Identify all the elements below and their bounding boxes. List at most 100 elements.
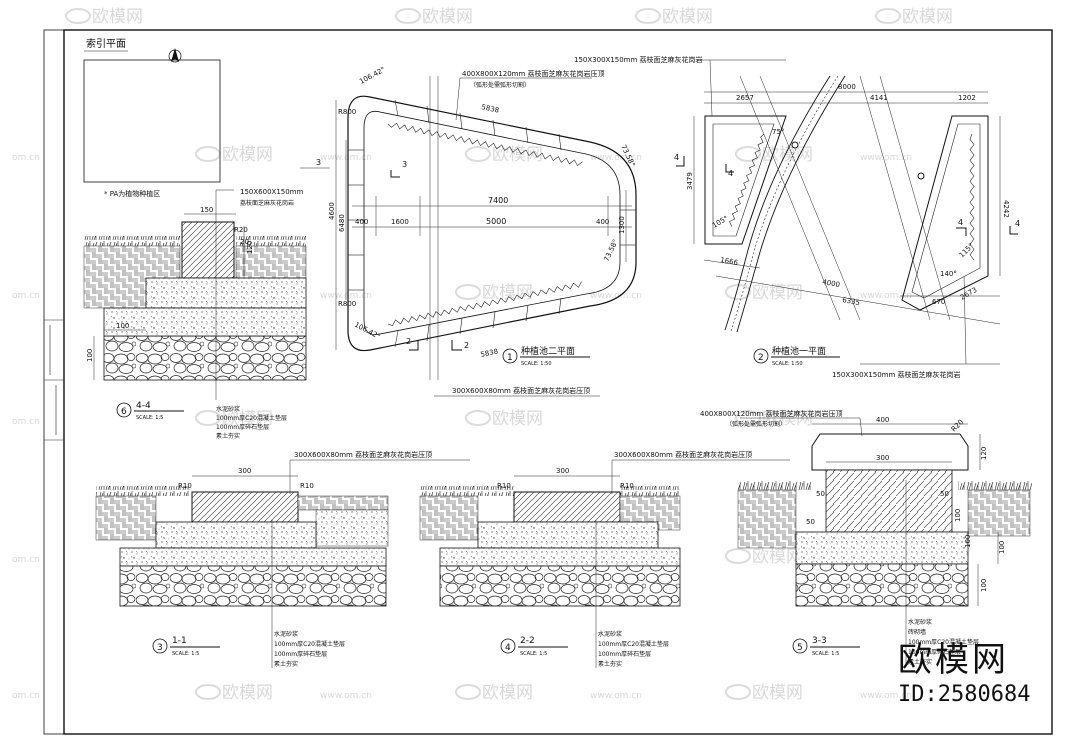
svg-text:300: 300 xyxy=(556,467,569,475)
svg-text:3-3: 3-3 xyxy=(812,636,827,646)
svg-text:SCALE: 1:5: SCALE: 1:5 xyxy=(136,415,163,421)
svg-text:1202: 1202 xyxy=(958,94,976,102)
plan-planter-one: 8000 2657 4141 1202 3479 4242 1666 4000 … xyxy=(574,55,1020,379)
svg-text:100mm厚碎石垫层: 100mm厚碎石垫层 xyxy=(908,648,961,656)
svg-text:6480: 6480 xyxy=(338,214,346,232)
svg-text:140°: 140° xyxy=(940,270,957,278)
section33-callout: 400X800X120mm 荔枝面芝麻灰花岗岩压顶 xyxy=(700,409,843,418)
svg-text:300: 300 xyxy=(238,467,251,475)
watermark-logo-icon xyxy=(725,548,751,564)
watermark-logo-icon xyxy=(875,8,901,24)
svg-text:素土夯实: 素土夯实 xyxy=(216,432,240,440)
plan2-callout-bottom: 150X300X150mm 荔枝面芝麻灰花岗岩 xyxy=(832,370,961,379)
svg-text:1300: 1300 xyxy=(618,216,626,234)
watermark-logo-icon xyxy=(635,8,661,24)
watermark-text: 欧模网 xyxy=(752,683,803,703)
svg-text:100mm厚C20混凝土垫层: 100mm厚C20混凝土垫层 xyxy=(908,638,979,646)
watermark-text: 欧模网 xyxy=(422,7,473,27)
index-plan-frame xyxy=(83,59,221,183)
brand-id: ID:2580684 xyxy=(898,682,1031,707)
watermark-domain: om.cn xyxy=(12,291,40,301)
watermark-text: 欧模网 xyxy=(752,547,803,567)
svg-text:R10: R10 xyxy=(497,482,511,490)
svg-text:100mm厚碎石垫层: 100mm厚碎石垫层 xyxy=(274,650,327,658)
svg-text:2: 2 xyxy=(406,337,411,346)
svg-text:（弧形处需弧形切割）: （弧形处需弧形切割） xyxy=(726,420,786,428)
svg-text:4: 4 xyxy=(1015,219,1020,228)
svg-text:150: 150 xyxy=(200,206,213,214)
svg-text:400: 400 xyxy=(596,218,609,226)
watermark-logo-icon xyxy=(455,284,481,300)
svg-text:2657: 2657 xyxy=(736,94,754,102)
section-1-1: 300 R10 R10 300X600X80mm 荔枝面芝麻灰花岗岩压顶 水泥砂… xyxy=(95,450,470,668)
svg-text:水泥砂浆: 水泥砂浆 xyxy=(274,630,298,638)
svg-text:4000: 4000 xyxy=(822,278,841,289)
section22-callout: 300X600X80mm 荔枝面芝麻灰花岗岩压顶 xyxy=(614,450,752,459)
svg-text:素土夯实: 素土夯实 xyxy=(598,660,622,668)
watermark-logo-icon xyxy=(395,8,421,24)
svg-text:SCALE: 1:50: SCALE: 1:50 xyxy=(521,361,552,367)
section44-callout: 150X600X150mm xyxy=(240,188,303,196)
watermark-logo-icon xyxy=(465,410,491,426)
svg-text:素土夯实: 素土夯实 xyxy=(908,658,932,666)
watermark-domain: om.cn xyxy=(12,153,40,163)
svg-text:100mm厚碎石垫层: 100mm厚碎石垫层 xyxy=(598,650,651,658)
svg-text:100: 100 xyxy=(954,509,962,522)
north-arrow-icon xyxy=(168,48,182,63)
svg-text:（弧形处需弧形切割）: （弧形处需弧形切割） xyxy=(470,81,530,89)
svg-text:100: 100 xyxy=(964,535,972,548)
svg-text:水泥砂浆: 水泥砂浆 xyxy=(216,405,240,413)
svg-text:1: 1 xyxy=(507,353,513,363)
title-strip xyxy=(43,29,65,735)
svg-text:砖砌墙: 砖砌墙 xyxy=(908,628,926,636)
brick-wall-3-3 xyxy=(825,469,953,533)
watermark-text: 欧模网 xyxy=(482,283,533,303)
svg-text:120: 120 xyxy=(246,241,254,254)
svg-text:3: 3 xyxy=(316,158,321,167)
svg-text:5000: 5000 xyxy=(486,217,506,226)
svg-text:荔枝面芝麻灰花岗岩: 荔枝面芝麻灰花岗岩 xyxy=(240,199,294,207)
svg-text:106.42°: 106.42° xyxy=(358,66,386,86)
svg-text:100: 100 xyxy=(86,349,94,362)
svg-text:670: 670 xyxy=(932,298,945,306)
watermark-domain: www.om.cn xyxy=(320,691,372,701)
svg-text:SCALE: 1:50: SCALE: 1:50 xyxy=(772,361,803,367)
plan2-title: 种植池一平面 xyxy=(772,345,826,357)
plan-planter-two: 106.42° R800 5838 5838 7400 5000 400 160… xyxy=(300,66,637,397)
watermark-logo-icon xyxy=(195,410,221,426)
svg-text:R800: R800 xyxy=(338,108,356,116)
svg-text:75°: 75° xyxy=(772,128,784,136)
svg-text:1666: 1666 xyxy=(720,256,739,267)
svg-text:1-1: 1-1 xyxy=(172,636,187,646)
watermark-text: 欧模网 xyxy=(762,409,813,429)
watermark-text: 欧模网 xyxy=(222,683,273,703)
watermark-domain: www.om.cn xyxy=(860,691,912,701)
watermark-text: 欧模网 xyxy=(92,7,143,27)
svg-text:4: 4 xyxy=(674,153,679,162)
watermark-text: 欧模网 xyxy=(662,7,713,27)
svg-text:4: 4 xyxy=(958,218,963,227)
svg-text:50: 50 xyxy=(806,518,815,526)
watermark-text: 欧模网 xyxy=(222,145,273,165)
svg-text:4600: 4600 xyxy=(328,202,336,220)
brand-logo: 欧模网 xyxy=(898,640,1009,680)
watermark-logo-icon xyxy=(725,684,751,700)
watermark-text: 欧模网 xyxy=(492,145,543,165)
svg-text:106.42°: 106.42° xyxy=(353,321,381,341)
index-plan: 索引平面 * PA为植物种植区 xyxy=(83,37,221,198)
svg-text:SCALE: 1:5: SCALE: 1:5 xyxy=(172,651,199,657)
svg-text:100mm厚C20混凝土垫层: 100mm厚C20混凝土垫层 xyxy=(274,640,345,648)
svg-text:100mm厚C20混凝土垫层: 100mm厚C20混凝土垫层 xyxy=(216,414,287,422)
svg-text:100: 100 xyxy=(980,579,988,592)
svg-text:115°: 115° xyxy=(958,242,976,260)
watermark-domain: om.cn xyxy=(12,417,40,427)
section-3-3: 400 300 R20 120 50 50 50 100 100 100 100… xyxy=(700,409,1032,666)
svg-text:73.58°: 73.58° xyxy=(603,238,620,263)
svg-text:2: 2 xyxy=(758,353,764,363)
svg-text:4-4: 4-4 xyxy=(136,401,151,411)
coping-stone-1-1 xyxy=(191,491,299,523)
svg-text:4141: 4141 xyxy=(870,94,888,102)
svg-text:5838: 5838 xyxy=(481,103,500,115)
svg-text:105°: 105° xyxy=(711,214,730,229)
